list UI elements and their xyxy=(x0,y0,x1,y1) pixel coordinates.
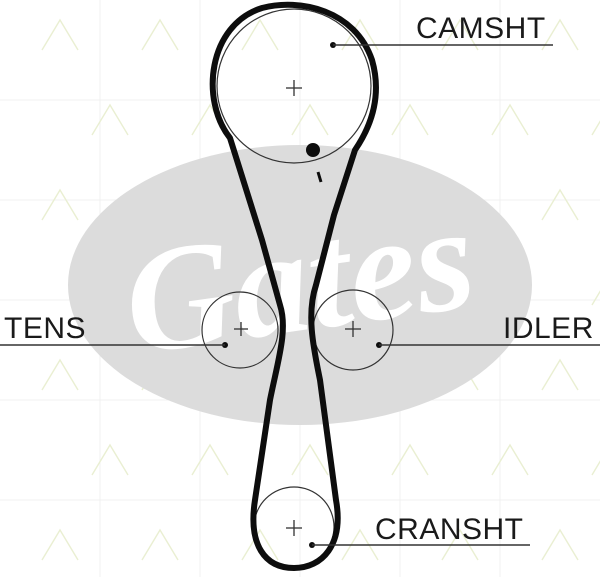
watermark-triangle-mark xyxy=(41,188,79,221)
timing-belt xyxy=(209,1,379,571)
watermark-triangle-mark xyxy=(241,528,279,561)
watermark-triangle-mark xyxy=(391,443,429,476)
watermark-triangle-mark xyxy=(591,120,600,136)
watermark-triangle-mark xyxy=(191,443,229,476)
watermark-triangle-mark xyxy=(541,528,579,561)
watermark-triangle-mark xyxy=(441,528,479,561)
camshaft-label: CAMSHT xyxy=(416,12,546,45)
watermark-triangle-mark xyxy=(141,18,179,51)
watermark-triangle-mark xyxy=(341,528,379,561)
watermark-triangle-mark xyxy=(541,18,579,51)
tensioner-center-cross-icon xyxy=(234,322,248,336)
watermark-triangle-mark xyxy=(291,443,329,476)
watermark-triangle-mark xyxy=(91,103,129,136)
watermark-triangle-mark xyxy=(541,188,579,221)
watermark-triangle-mark xyxy=(591,290,600,306)
gates-logo-watermark: Gates xyxy=(68,145,532,425)
tensioner-pulley xyxy=(201,291,279,369)
watermark-triangle-mark xyxy=(41,358,79,391)
watermark-triangle-mark xyxy=(241,18,279,51)
tensioner-label: TENS xyxy=(4,312,86,345)
crankshaft-center-cross-icon xyxy=(286,520,302,536)
idler-label: IDLER xyxy=(503,312,594,345)
watermark-triangle-mark xyxy=(491,103,529,136)
idler-center-cross-icon xyxy=(345,321,361,337)
watermark-triangle-mark xyxy=(91,443,129,476)
crankshaft-label: CRANSHT xyxy=(375,513,524,546)
watermark-triangle-mark xyxy=(341,18,379,51)
watermark-triangle-mark xyxy=(541,358,579,391)
camshaft-timing-mark xyxy=(316,171,323,183)
camshaft-center-cross-icon xyxy=(286,80,302,96)
camshaft-timing-dot xyxy=(306,143,320,157)
watermark-triangle-mark xyxy=(491,443,529,476)
watermark-triangle-mark xyxy=(591,460,600,476)
watermark-triangle-mark xyxy=(41,528,79,561)
watermark-triangle-mark xyxy=(291,103,329,136)
watermark-triangle-mark xyxy=(391,103,429,136)
logo-ellipse xyxy=(68,145,532,425)
watermark-triangle-mark xyxy=(141,528,179,561)
watermark-triangle-mark xyxy=(41,18,79,51)
camshaft-pulley xyxy=(216,8,372,164)
watermark-triangle-mark xyxy=(441,18,479,51)
